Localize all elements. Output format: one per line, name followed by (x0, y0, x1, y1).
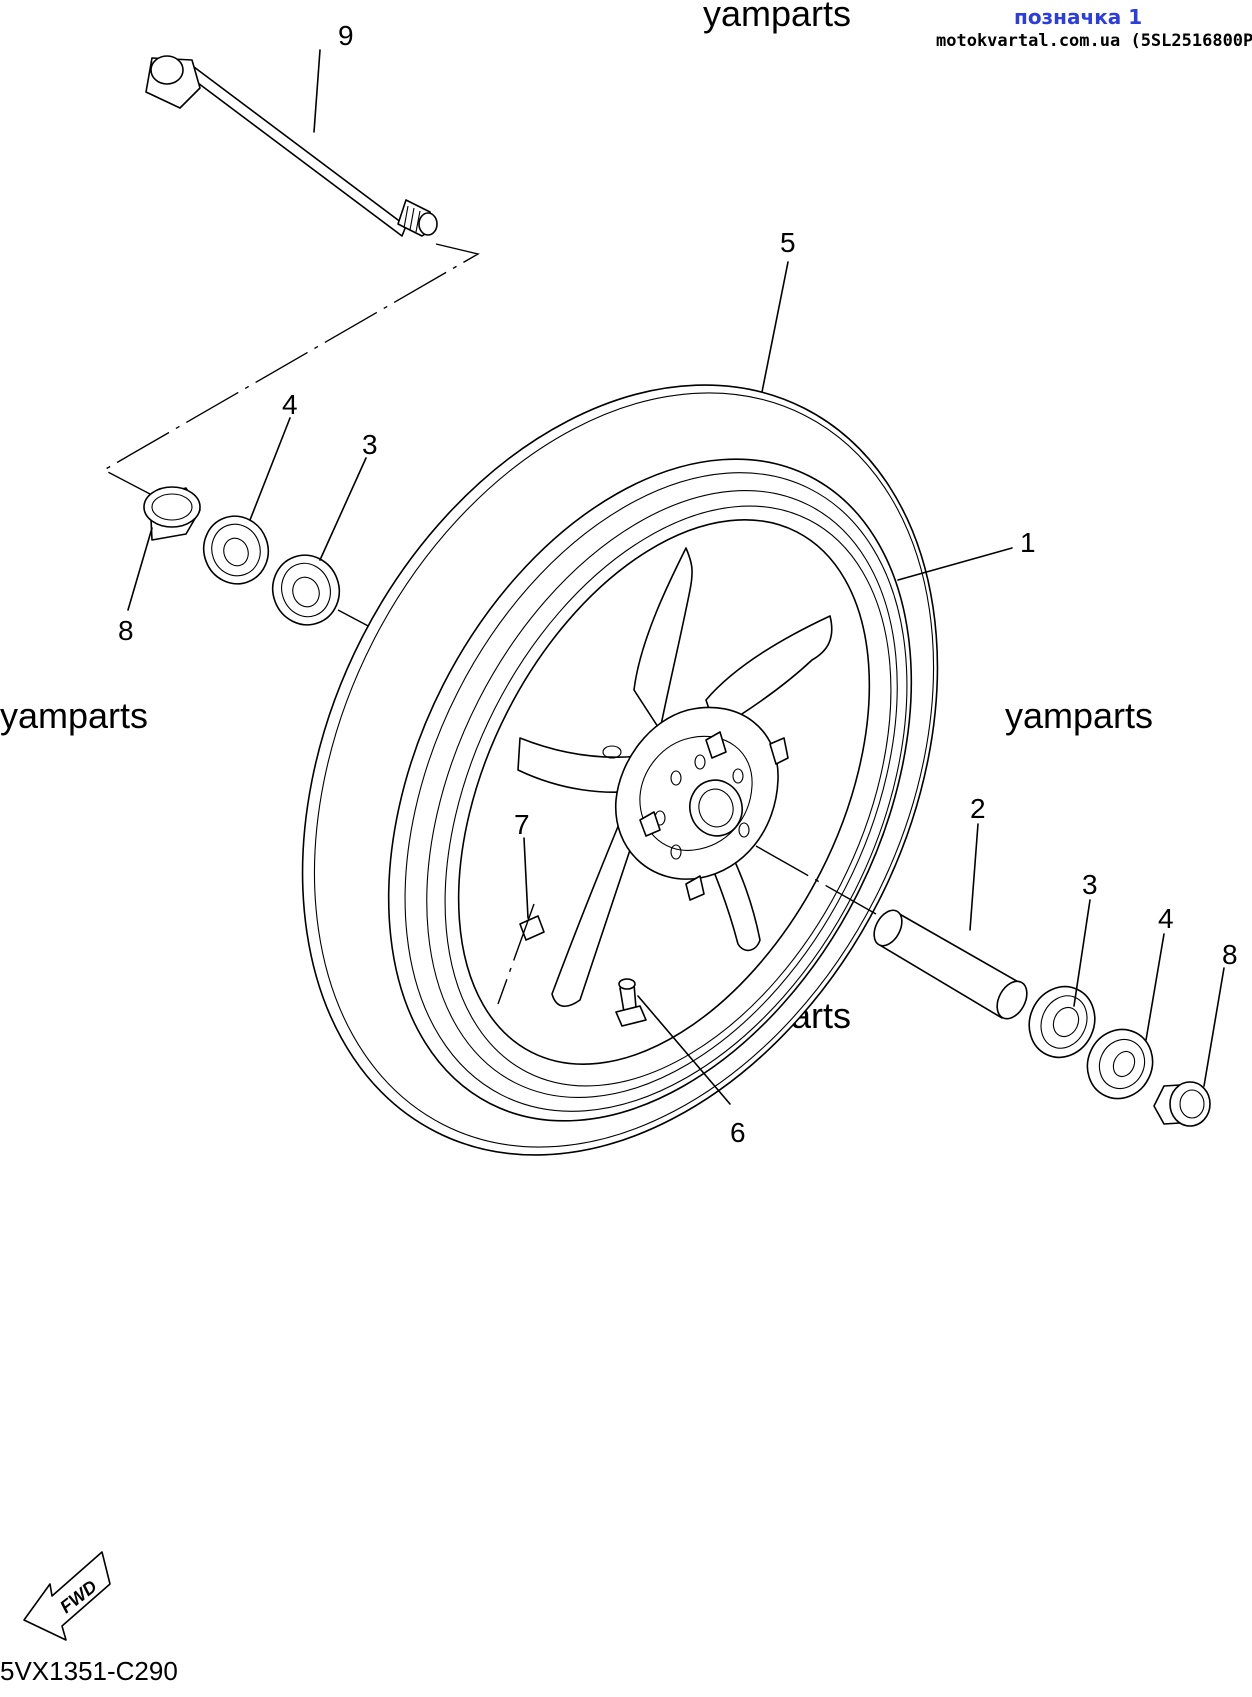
watermark-right: yamparts (1005, 695, 1153, 736)
spoke-upper-right (705, 615, 833, 731)
rim-inner (457, 519, 871, 1065)
axle-part-9 (145, 55, 438, 237)
callout-7: 7 (514, 809, 530, 840)
axis-line-lower (497, 903, 535, 1005)
callout-4-right: 4 (1158, 903, 1174, 934)
spacer-part-2 (873, 909, 1028, 1020)
callout-8-right: 8 (1222, 939, 1238, 970)
rim-outer (404, 472, 908, 1112)
callout-9: 9 (338, 20, 354, 51)
hub-bore (689, 779, 743, 837)
callout-5: 5 (780, 227, 796, 258)
axis-line-upper (102, 243, 480, 495)
watermark-left: yamparts (0, 695, 148, 736)
callout-3-right: 3 (1082, 869, 1098, 900)
axis-line-wheel (755, 845, 877, 915)
callout-3-left: 3 (362, 429, 378, 460)
axis-line-to-wheel (337, 609, 373, 629)
collar-right-part-8 (1153, 1081, 1211, 1127)
tire-bead (387, 458, 913, 1122)
source-label: motokvartal.com.ua (5SL2516800P2) (936, 31, 1252, 51)
diagram-code: 5VX1351-C290 (0, 1656, 178, 1686)
bearing-right-part-4 (1086, 1028, 1154, 1100)
fwd-arrow-icon: FWD (23, 1551, 111, 1641)
spoke-upper (633, 547, 693, 731)
callout-6: 6 (730, 1117, 746, 1148)
callout-8-left: 8 (118, 615, 134, 646)
callout-4-left: 4 (282, 389, 298, 420)
balance-weight-part-7 (519, 915, 545, 941)
callout-2: 2 (970, 793, 986, 824)
bearing-left-part-4 (202, 515, 270, 585)
leader-lines (127, 49, 1225, 1105)
bearing-right-part-3 (1028, 985, 1096, 1059)
watermark-top: yamparts (703, 0, 851, 34)
callout-1: 1 (1020, 527, 1036, 558)
wheel-assembly (301, 384, 939, 1156)
bearing-left-part-3 (271, 554, 341, 626)
spoke-lower-left (551, 811, 641, 1007)
collar-left-part-8 (143, 486, 201, 541)
valve-part-6 (615, 978, 647, 1027)
badge-label: позначка 1 (1014, 5, 1142, 29)
